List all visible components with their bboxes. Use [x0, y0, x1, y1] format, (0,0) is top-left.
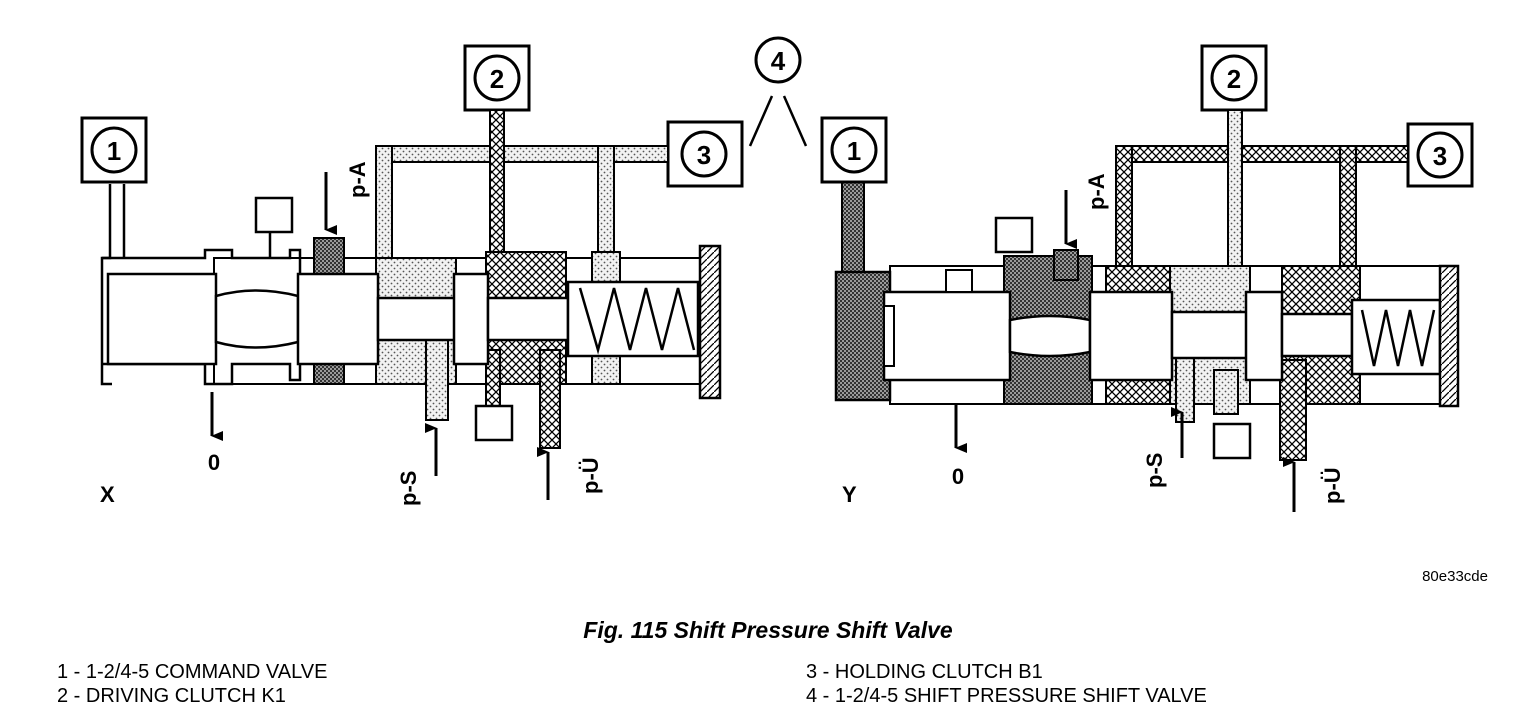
legend-item-3: 3 - HOLDING CLUTCH B1 — [806, 661, 1043, 683]
callout-1-x-number: 1 — [107, 136, 121, 166]
spool-neck-1-x — [214, 289, 300, 349]
pa-port-y — [1053, 249, 1079, 281]
callout-3-y: 3 — [1406, 122, 1474, 188]
spool-land-2-y — [1088, 290, 1174, 382]
spool-land-3-y — [1244, 290, 1284, 382]
label-pu-x: p-Ü — [578, 457, 603, 494]
legend-item-1: 1 - 1-2/4-5 COMMAND VALVE — [57, 661, 328, 683]
valve-view-x: 1 2 3 — [80, 44, 744, 507]
callout-2-y: 2 — [1200, 44, 1268, 112]
passage-b1-x — [375, 145, 669, 267]
legend-left: 1 - 1-2/4-5 COMMAND VALVE 2 - DRIVING CL… — [57, 660, 327, 708]
label-pu-y: p-Ü — [1320, 467, 1345, 504]
spool-neck-3-x — [486, 296, 570, 342]
spool-neck-2-x — [376, 296, 458, 342]
callout-2-y-number: 2 — [1227, 64, 1241, 94]
solenoid-box-x-top — [254, 196, 294, 234]
callout-4-leader — [748, 95, 808, 147]
label-zero-x: 0 — [208, 450, 220, 475]
callout-2-x: 2 — [463, 44, 531, 112]
solenoid-box-y-bottom — [1212, 422, 1252, 460]
label-pa-x: p-A — [345, 161, 370, 198]
callout-1-y: 1 — [820, 116, 888, 184]
callout-4: 4 — [748, 36, 808, 147]
view-label-x: X — [100, 482, 115, 507]
shift-valve-diagram: 1 2 3 — [80, 36, 1474, 512]
legend-right: 3 - HOLDING CLUTCH B1 4 - 1-2/4-5 SHIFT … — [806, 660, 1207, 708]
callout-3-x: 3 — [666, 120, 744, 188]
spool-neck-3-y — [1280, 312, 1354, 358]
spring-chamber-y — [1350, 298, 1442, 376]
spring-y — [1360, 309, 1436, 367]
legend-item-2: 2 - DRIVING CLUTCH K1 — [57, 685, 286, 707]
passage-k1-x — [489, 109, 505, 271]
figure-code: 80e33cde — [1422, 568, 1488, 585]
callout-3-y-number: 3 — [1433, 141, 1447, 171]
figure-caption: Fig. 115 Shift Pressure Shift Valve — [583, 617, 953, 643]
callout-1-y-number: 1 — [847, 136, 861, 166]
left-end-chamber-y — [834, 270, 892, 402]
spool-neck-1-y — [1008, 314, 1092, 358]
view-label-y: Y — [842, 482, 857, 507]
callout-1-x: 1 — [80, 116, 148, 184]
passage-k1-y — [1227, 109, 1243, 271]
solenoid-box-x-bottom — [474, 404, 514, 442]
label-zero-y: 0 — [952, 464, 964, 489]
spool-land-1-y — [882, 290, 1012, 382]
spool-land-2-x — [296, 272, 380, 366]
spool-neck-2-y — [1170, 310, 1250, 360]
solenoid-box-y-top — [994, 216, 1034, 254]
callout-3-x-number: 3 — [697, 140, 711, 170]
spool-land-1-x — [106, 272, 218, 366]
passage-b1-y — [1115, 145, 1409, 267]
end-plug-y — [1438, 264, 1460, 408]
valve-view-y: 1 2 3 — [820, 44, 1474, 512]
label-ps-x: p-S — [396, 471, 421, 506]
legend-item-4: 4 - 1-2/4-5 SHIFT PRESSURE SHIFT VALVE — [806, 685, 1207, 707]
solenoid-box-y-mid — [945, 269, 973, 293]
label-ps-y: p-S — [1142, 453, 1167, 488]
label-pa-y: p-A — [1084, 173, 1109, 210]
callout-2-x-number: 2 — [490, 64, 504, 94]
callout-4-number: 4 — [771, 46, 786, 76]
spring-x — [578, 287, 696, 355]
end-plug-x — [698, 244, 722, 400]
spool-land-3-x — [452, 272, 490, 366]
